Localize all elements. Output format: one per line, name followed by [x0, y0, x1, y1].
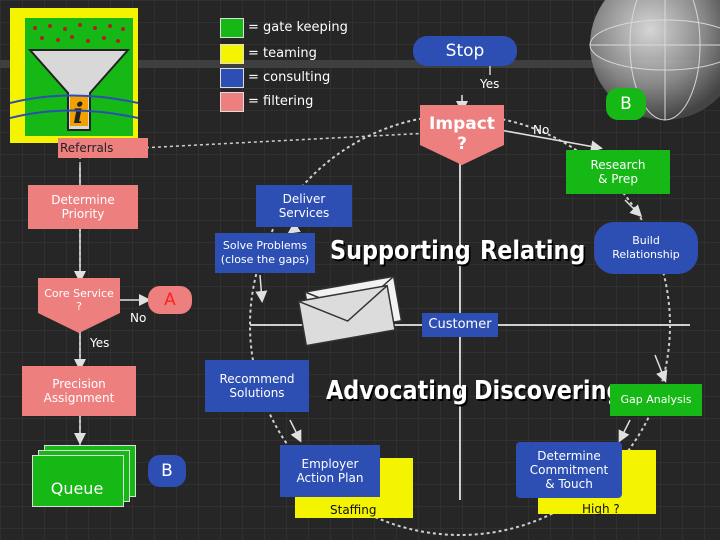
legend-label: = filtering: [248, 94, 314, 109]
funnel-icon: i: [9, 18, 139, 136]
recommend-line2: Solutions: [229, 386, 285, 400]
legend-swatch-teaming: [220, 44, 244, 64]
commit-line1: Determine: [537, 449, 601, 463]
legend-swatch-consulting: [220, 68, 244, 88]
build-line1: Build: [632, 234, 660, 247]
precision-line2: Assignment: [43, 391, 115, 405]
deliver-line1: Deliver: [282, 192, 326, 206]
referrals-node: Referrals: [58, 138, 148, 158]
impact-text: Impact ?: [420, 112, 504, 156]
recommend-line1: Recommend: [219, 372, 295, 386]
legend-label: = gate keeping: [248, 20, 348, 35]
no-label-core: No: [130, 311, 147, 325]
no-label-impact: No: [533, 123, 550, 137]
stop-node: Stop: [413, 36, 517, 66]
precision-assignment-node: Precision Assignment: [22, 366, 136, 416]
employer-line2: Action Plan: [296, 471, 364, 485]
legend-swatch-gatekeeping: [220, 18, 244, 38]
research-line1: Research: [590, 158, 646, 172]
core-service-text: Core Service ?: [38, 284, 120, 316]
high-label: High ?: [582, 502, 620, 516]
b-node-bottom: B: [148, 455, 186, 487]
customer-label: Customer: [428, 317, 492, 332]
build-relationship-node: Build Relationship: [594, 222, 698, 274]
queue-text: Queue: [32, 476, 122, 502]
b-bottom-label: B: [161, 461, 173, 481]
a-label: A: [164, 290, 176, 310]
determine-commitment-node: Determine Commitment & Touch: [516, 442, 622, 498]
deliver-line2: Services: [278, 206, 330, 220]
svg-text:i: i: [73, 97, 84, 130]
core-line2: ?: [76, 300, 82, 313]
quadrant-advocating: Advocating: [326, 376, 468, 406]
customer-node: Customer: [422, 313, 498, 337]
determine-priority-node: Determine Priority: [28, 185, 138, 229]
gap-label: Gap Analysis: [620, 393, 692, 406]
quadrant-relating: Relating: [480, 236, 586, 266]
build-line2: Relationship: [612, 248, 680, 261]
b-node-top: B: [606, 88, 646, 120]
employer-action-plan-node: Employer Action Plan: [280, 445, 380, 497]
a-node: A: [148, 286, 192, 314]
impact-line1: Impact: [429, 114, 495, 134]
quadrant-supporting: Supporting: [330, 236, 471, 266]
stop-label: Stop: [445, 41, 485, 61]
queue-stack: [30, 445, 140, 507]
yes-label-top: Yes: [480, 77, 500, 91]
recommend-solutions-node: Recommend Solutions: [205, 360, 309, 412]
employer-line1: Employer: [301, 457, 359, 471]
filter-logo: i: [9, 8, 139, 143]
determine-priority-line1: Determine: [51, 193, 115, 207]
commit-line2: Commitment: [529, 463, 609, 477]
deliver-services-node: Deliver Services: [256, 185, 352, 227]
determine-priority-line2: Priority: [61, 207, 105, 221]
research-line2: & Prep: [598, 172, 638, 186]
research-node: Research & Prep: [566, 150, 670, 194]
legend-label: = consulting: [248, 70, 331, 85]
yes-label-core: Yes: [90, 336, 110, 350]
gap-analysis-node: Gap Analysis: [610, 384, 702, 416]
core-service-diamond: [38, 278, 120, 333]
impact-line2: ?: [457, 134, 467, 154]
legend-label: = teaming: [248, 46, 317, 61]
envelope-icon: [297, 275, 403, 347]
staffing-label: Staffing: [330, 503, 377, 517]
commit-line3: & Touch: [545, 477, 593, 491]
impact-diamond: [420, 105, 504, 165]
referrals-label: Referrals: [60, 141, 114, 155]
solve-problems-node: Solve Problems (close the gaps): [215, 233, 315, 273]
legend-swatch-filtering: [220, 92, 244, 112]
solve-line1: Solve Problems: [222, 239, 308, 252]
core-line1: Core Service: [44, 287, 114, 300]
quadrant-discovering: Discovering: [474, 376, 623, 406]
queue-label: Queue: [50, 479, 104, 498]
precision-line1: Precision: [52, 377, 106, 391]
solve-line2: (close the gaps): [220, 253, 310, 266]
b-top-label: B: [620, 94, 632, 114]
